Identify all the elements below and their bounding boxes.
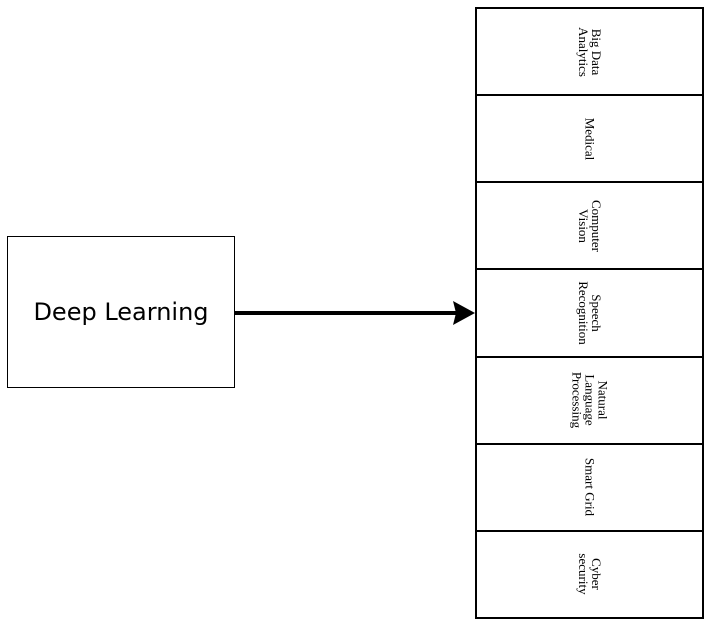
deep-learning-box: Deep Learning [7,236,235,388]
application-cell-smart-grid: Smart Grid [477,445,702,532]
application-label: Medical [582,117,597,160]
application-cell-big-data-analytics: Big Data Analytics [477,9,702,97]
application-label: Natural Language Processing [569,371,610,429]
deep-learning-label: Deep Learning [33,298,209,326]
application-cell-cyber-security: Cyber security [477,532,702,617]
application-label: Big Data Analytics [575,26,604,77]
applications-stack: Big Data Analytics Medical Computer Visi… [475,7,704,619]
application-cell-computer-vision: Computer Vision [477,183,702,271]
application-cell-medical: Medical [477,96,702,184]
application-label: Computer Vision [575,199,604,252]
application-label: Cyber security [575,553,604,595]
application-label: Speech Recognition [575,281,604,345]
arrow-head [453,301,475,325]
application-cell-speech-recognition: Speech Recognition [477,270,702,358]
application-cell-natural-language-processing: Natural Language Processing [477,358,702,445]
application-label: Smart Grid [582,458,597,517]
